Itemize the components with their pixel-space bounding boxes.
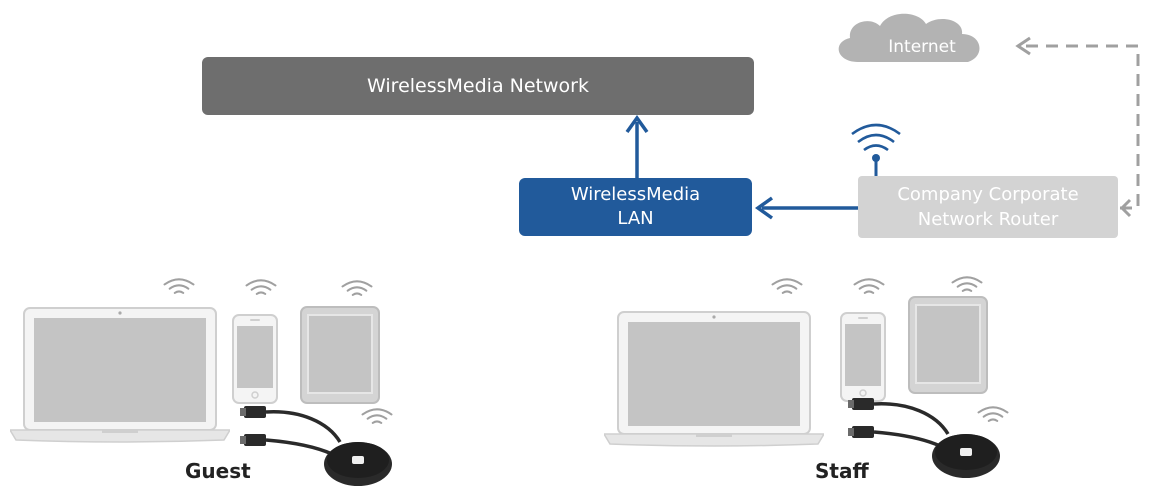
staff-label: Staff <box>815 459 869 483</box>
phone-icon <box>840 312 886 402</box>
phone-icon <box>232 314 278 404</box>
wifi-icon <box>245 279 277 296</box>
wifi-icon <box>977 406 1009 423</box>
laptop-icon <box>10 307 230 443</box>
staff-devices <box>604 276 1009 480</box>
laptop-icon <box>604 311 824 447</box>
wirelessmedia-lan-box: WirelessMedia LAN <box>519 178 752 236</box>
tablet-icon <box>908 296 988 394</box>
guest-label: Guest <box>185 459 251 483</box>
cloud-icon <box>838 13 980 62</box>
network-box-label: WirelessMedia Network <box>367 75 589 97</box>
internet-label: Internet <box>888 37 956 57</box>
arrow-up <box>625 114 649 178</box>
lan-box-line1: WirelessMedia <box>570 184 701 205</box>
arrow-left <box>754 196 858 220</box>
wifi-icon <box>771 278 803 295</box>
tablet-icon <box>300 306 380 404</box>
wifi-icon <box>951 276 983 293</box>
wirelessmedia-network-box: WirelessMedia Network <box>202 57 754 115</box>
click-share-button-icon <box>848 396 1002 480</box>
wifi-icon <box>163 278 195 295</box>
company-router-box: Company Corporate Network Router <box>858 176 1118 238</box>
wifi-icon <box>853 278 885 295</box>
antenna-icon <box>851 123 901 186</box>
wifi-icon <box>341 280 373 297</box>
router-box-line1: Company Corporate <box>897 184 1079 205</box>
guest-devices <box>10 278 394 488</box>
lan-box-line2: LAN <box>617 208 654 229</box>
router-box-line2: Network Router <box>917 209 1059 230</box>
dashed-connection <box>1015 36 1140 218</box>
wifi-icon <box>361 408 393 425</box>
